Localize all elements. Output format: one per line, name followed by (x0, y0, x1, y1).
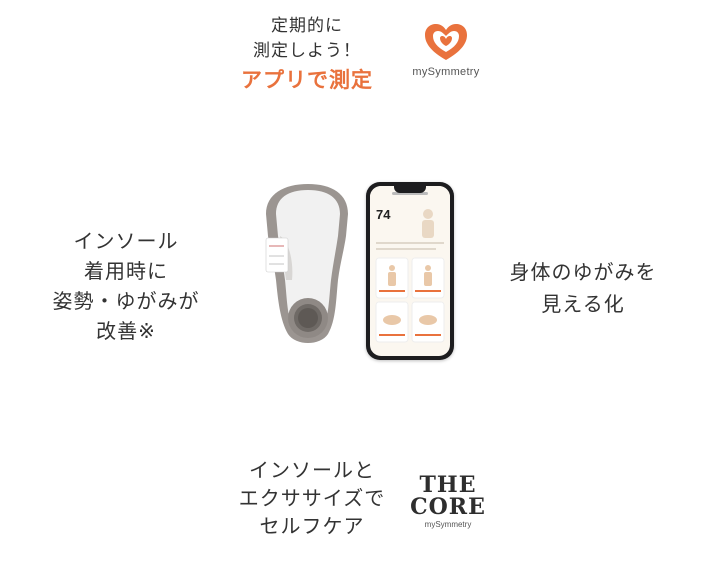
the-core-logo: THE CORE mySymmetry (404, 474, 492, 529)
left-caption: インソール 着用時に 姿勢・ゆがみが 改善※ (28, 226, 224, 346)
right-line-2: 見える化 (541, 292, 625, 316)
bottom-caption: インソールと エクササイズで セルフケア (222, 456, 402, 540)
mysymmetry-wordmark: mySymmetry (412, 66, 480, 78)
bottom-line-2: エクササイズで (238, 486, 386, 510)
smartphone-app-image: 74 (366, 182, 454, 360)
product-image: 74 (258, 180, 458, 364)
the-core-logo-core: CORE (410, 494, 486, 520)
bottom-line-1: インソールと (249, 458, 375, 482)
mysymmetry-logo: mySymmetry (406, 22, 486, 94)
bottom-line-3: セルフケア (259, 514, 365, 538)
left-line-3: 姿勢・ゆがみが (52, 289, 200, 313)
the-core-logo-the: THE (419, 472, 477, 498)
top-caption: 定期的に 測定しよう！ アプリで測定 (212, 14, 402, 96)
app-score: 74 (376, 206, 390, 224)
right-line-1: 身体のゆがみを (509, 260, 657, 284)
right-caption: 身体のゆがみを 見える化 (478, 256, 688, 320)
top-line-2: 測定しよう！ (253, 40, 361, 61)
insole-device-image (265, 184, 348, 343)
left-line-1: インソール (73, 229, 179, 253)
phone-notch (394, 186, 426, 193)
top-line-1: 定期的に (271, 16, 343, 36)
app-screen-graphics (370, 186, 450, 343)
app-measure-heading: アプリで測定 (241, 68, 373, 93)
left-line-2: 着用時に (84, 259, 168, 283)
the-core-logo-sub: mySymmetry (424, 520, 472, 529)
mysymmetry-heart-icon (425, 24, 467, 60)
left-line-4: 改善※ (96, 319, 156, 343)
app-screen: 74 (370, 186, 450, 356)
app-score-value: 74 (376, 207, 391, 222)
